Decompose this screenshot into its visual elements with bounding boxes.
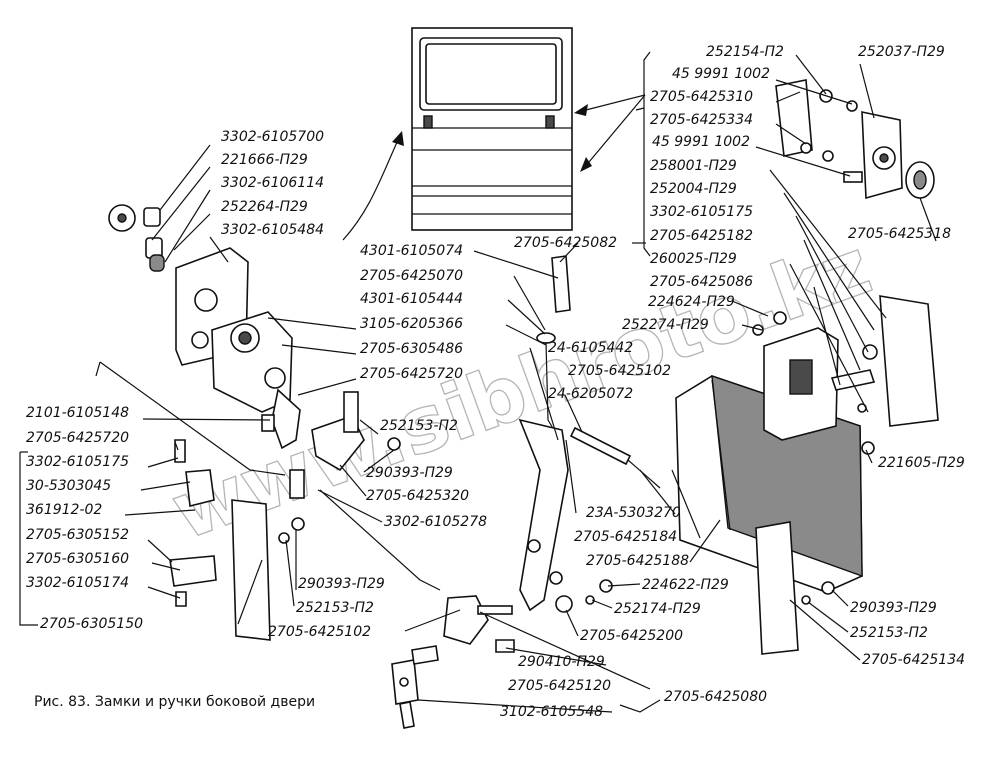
label-221605-p29: 221605-П29: [878, 455, 965, 471]
label-24-6205072: 24-6205072: [548, 386, 633, 402]
label-2705-6425134: 2705-6425134: [862, 652, 965, 668]
callout-lines: [19, 51, 937, 713]
label-252274-p29: 252274-П29: [622, 317, 709, 333]
label-3302-6105278: 3302-6105278: [384, 514, 487, 530]
label-252153-p2-c: 252153-П2: [850, 625, 928, 641]
label-3302-6105174: 3302-6105174: [26, 575, 129, 591]
label-3105-6205366: 3105-6205366: [360, 316, 463, 332]
label-252264-p29: 252264-П29: [221, 199, 308, 215]
label-3302-6105175-b: 3302-6105175: [26, 454, 129, 470]
label-2705-6425182: 2705-6425182: [650, 228, 753, 244]
label-260025-p29: 260025-П29: [650, 251, 737, 267]
label-2705-6425334: 2705-6425334: [650, 112, 753, 128]
leader-arrows: [342, 94, 646, 241]
label-252153-p2-a: 252153-П2: [380, 418, 458, 434]
label-2705-6425310: 2705-6425310: [650, 89, 753, 105]
label-2705-6305486: 2705-6305486: [360, 341, 463, 357]
label-3302-6105700: 3302-6105700: [221, 129, 324, 145]
label-2705-6425070: 2705-6425070: [360, 268, 463, 284]
label-224624-p29: 224624-П29: [648, 294, 735, 310]
label-45-9991-1002-a: 45 9991 1002: [672, 66, 770, 82]
label-252037-p29: 252037-П29: [858, 44, 945, 60]
figure-caption: Рис. 83. Замки и ручки боковой двери: [34, 694, 315, 710]
label-2705-6305152: 2705-6305152: [26, 527, 129, 543]
roller-hinge-assembly: [752, 79, 939, 455]
label-252004-p29: 252004-П29: [650, 181, 737, 197]
label-2705-6425184: 2705-6425184: [574, 529, 677, 545]
label-2705-6425102-a: 2705-6425102: [568, 363, 671, 379]
label-3102-6105548: 3102-6105548: [500, 704, 603, 720]
label-2705-6305150: 2705-6305150: [40, 616, 143, 632]
part-number-labels: 3302-6105700 221666-П29 3302-6106114 252…: [26, 44, 965, 720]
label-2705-6425318: 2705-6425318: [848, 226, 951, 242]
label-2101-6105148: 2101-6105148: [26, 405, 129, 421]
label-361912-02: 361912-02: [26, 502, 102, 518]
door-illustration: [411, 27, 573, 231]
label-23a-5303270: 23А-5303270: [586, 505, 681, 521]
label-2705-6425200: 2705-6425200: [580, 628, 683, 644]
label-3302-6106114: 3302-6106114: [221, 175, 324, 191]
label-2705-6425720-b: 2705-6425720: [26, 430, 129, 446]
left-lock-assembly: [95, 204, 305, 641]
label-290393-p29-a: 290393-П29: [366, 465, 453, 481]
label-2705-6425120: 2705-6425120: [508, 678, 611, 694]
label-221666-p29: 221666-П29: [221, 152, 308, 168]
label-2705-6305160: 2705-6305160: [26, 551, 129, 567]
label-252153-p2-b: 252153-П2: [296, 600, 374, 616]
label-3302-6105175-a: 3302-6105175: [650, 204, 753, 220]
label-4301-6105074: 4301-6105074: [360, 243, 463, 259]
center-linkage: [311, 255, 661, 653]
label-2705-6425082: 2705-6425082: [514, 235, 617, 251]
label-290393-p29-c: 290393-П29: [850, 600, 937, 616]
label-45-9991-1002-b: 45 9991 1002: [652, 134, 750, 150]
label-2705-6425188: 2705-6425188: [586, 553, 689, 569]
label-252174-p29: 252174-П29: [614, 601, 701, 617]
label-224622-p29: 224622-П29: [642, 577, 729, 593]
label-30-5303045: 30-5303045: [26, 478, 111, 494]
label-2705-6425086: 2705-6425086: [650, 274, 753, 290]
key-illustration: [391, 645, 439, 729]
label-2705-6425320: 2705-6425320: [366, 488, 469, 504]
label-290393-p29-b: 290393-П29: [298, 576, 385, 592]
label-252154-p2: 252154-П2: [706, 44, 784, 60]
label-3302-6105484: 3302-6105484: [221, 222, 324, 238]
label-258001-p29: 258001-П29: [650, 158, 737, 174]
label-4301-6105444: 4301-6105444: [360, 291, 463, 307]
label-24-6105442: 24-6105442: [548, 340, 633, 356]
label-2705-6425102-b: 2705-6425102: [268, 624, 371, 640]
label-2705-6425080: 2705-6425080: [664, 689, 767, 705]
label-290410-p29: 290410-П29: [518, 654, 605, 670]
label-2705-6425720-a: 2705-6425720: [360, 366, 463, 382]
